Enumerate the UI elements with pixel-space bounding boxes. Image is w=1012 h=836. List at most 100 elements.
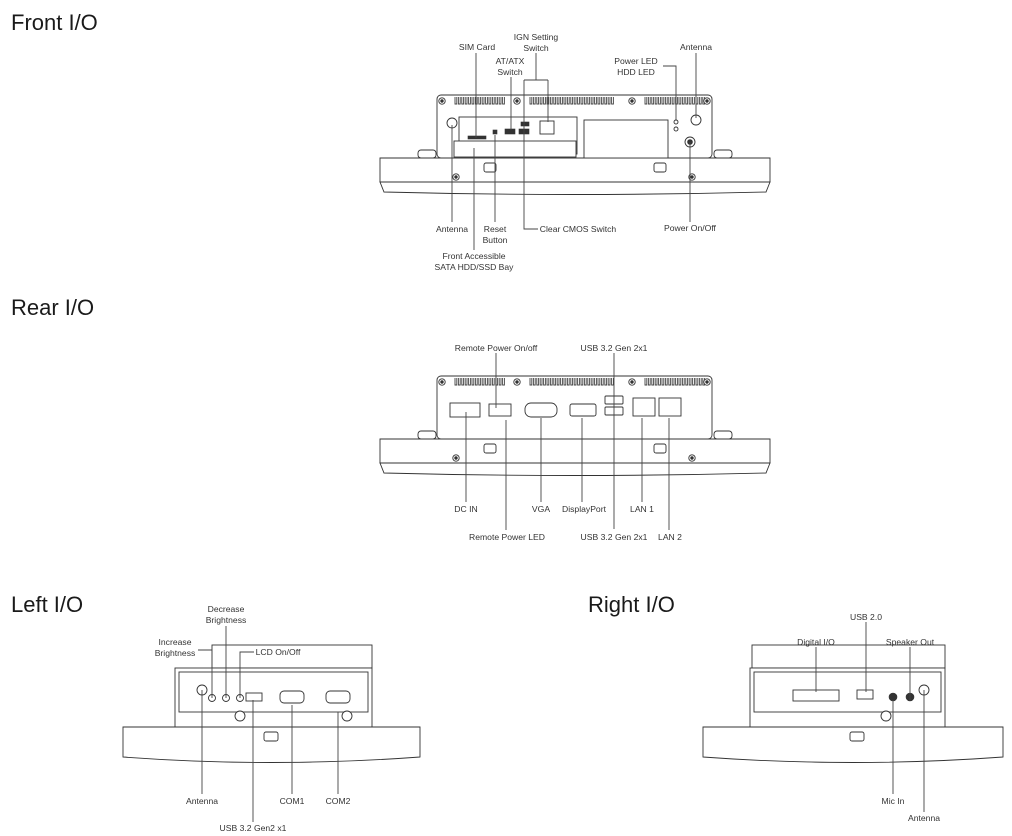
label-com2: COM2 xyxy=(326,796,351,806)
right-leaders xyxy=(815,622,925,812)
displayport xyxy=(569,403,597,417)
label-antenna: Antenna xyxy=(186,796,218,806)
screw xyxy=(515,99,519,103)
foot xyxy=(713,430,733,440)
right-labels: USB 2.0 Digital I/O Speaker Out Mic In A… xyxy=(797,612,940,823)
label-remote-led: Remote Power LED xyxy=(469,532,545,542)
bezel-lip xyxy=(379,462,771,476)
lan1-port xyxy=(632,397,656,417)
mount-slot xyxy=(849,731,865,742)
label-usb-top: USB 3.2 Gen 2x1 xyxy=(581,343,648,353)
label-usb2: USB 2.0 xyxy=(850,612,882,622)
label-lan1: LAN 1 xyxy=(630,504,654,514)
mount-slot xyxy=(653,162,667,173)
front-io-title: Front I/O xyxy=(11,10,98,35)
label-mic-in: Mic In xyxy=(882,796,905,806)
label-usb: USB 3.2 Gen2 x1 xyxy=(220,823,287,833)
cooling-fins xyxy=(454,378,505,386)
label-antenna-top: Antenna xyxy=(680,42,712,52)
front-leaders xyxy=(451,53,697,250)
top-panel xyxy=(751,644,946,669)
screw xyxy=(515,380,519,384)
vga-port xyxy=(524,402,558,418)
screw xyxy=(705,380,709,384)
front-bezel xyxy=(379,157,771,183)
foot xyxy=(713,149,733,159)
com1-port xyxy=(279,690,305,704)
usb-port xyxy=(245,692,263,702)
screw xyxy=(440,99,444,103)
rear-leaders xyxy=(465,353,670,530)
label-antenna: Antenna xyxy=(908,813,940,823)
com2-port xyxy=(325,690,351,704)
mount-slot xyxy=(653,443,667,454)
label-remote-power: Remote Power On/off xyxy=(455,343,538,353)
label-clear-cmos: Clear CMOS Switch xyxy=(540,224,617,234)
label-lcd-onoff: LCD On/Off xyxy=(256,647,301,657)
bezel xyxy=(122,726,421,763)
screw xyxy=(454,175,458,179)
usb2-port xyxy=(856,689,874,700)
label-antenna-bottom: Antenna xyxy=(436,224,468,234)
screw xyxy=(690,175,694,179)
label-digital-io: Digital I/O xyxy=(797,637,835,647)
screw xyxy=(705,99,709,103)
ign-switch xyxy=(520,121,530,127)
device-drawings xyxy=(122,94,1004,763)
remote-power-connector xyxy=(488,403,512,417)
connector xyxy=(880,710,892,722)
bezel-lip xyxy=(379,181,771,195)
rear-io-title: Rear I/O xyxy=(11,295,94,320)
hdd-led xyxy=(673,126,679,132)
left-io-title: Left I/O xyxy=(11,592,83,617)
label-dc-in: DC IN xyxy=(454,504,477,514)
connector xyxy=(234,710,246,722)
mount-slot xyxy=(483,162,497,173)
right-io-title: Right I/O xyxy=(588,592,675,617)
screw xyxy=(440,380,444,384)
mount-slot xyxy=(483,443,497,454)
sim-slot xyxy=(467,135,487,140)
label-lan2: LAN 2 xyxy=(658,532,682,542)
front-bezel xyxy=(379,438,771,464)
screw xyxy=(690,456,694,460)
ign-setting-switch xyxy=(539,120,555,135)
cooling-fins xyxy=(529,378,614,386)
cover-plate xyxy=(583,119,669,159)
foot xyxy=(417,149,437,159)
at-atx-switch xyxy=(504,128,516,135)
mic-in-jack xyxy=(888,692,898,702)
power-led xyxy=(673,119,679,125)
lan2-port xyxy=(658,397,682,417)
label-com1: COM1 xyxy=(280,796,305,806)
label-power-onoff: Power On/Off xyxy=(664,223,717,233)
io-plate xyxy=(753,671,942,713)
label-usb-bottom: USB 3.2 Gen 2x1 xyxy=(581,532,648,542)
screw xyxy=(454,456,458,460)
reset-button xyxy=(492,129,498,135)
cooling-fins xyxy=(644,97,706,105)
label-vga: VGA xyxy=(532,504,550,514)
label-displayport: DisplayPort xyxy=(562,504,607,514)
sata-bay xyxy=(453,140,577,158)
rear-labels: Remote Power On/off USB 3.2 Gen 2x1 DC I… xyxy=(454,343,682,542)
mount-slot xyxy=(263,731,279,742)
dc-in xyxy=(449,402,481,418)
left-leaders xyxy=(198,626,339,822)
connector xyxy=(341,710,353,722)
label-sim-card: SIM Card xyxy=(459,42,496,52)
screw xyxy=(630,99,634,103)
foot xyxy=(417,430,437,440)
bezel xyxy=(702,726,1004,763)
cooling-fins xyxy=(644,378,706,386)
